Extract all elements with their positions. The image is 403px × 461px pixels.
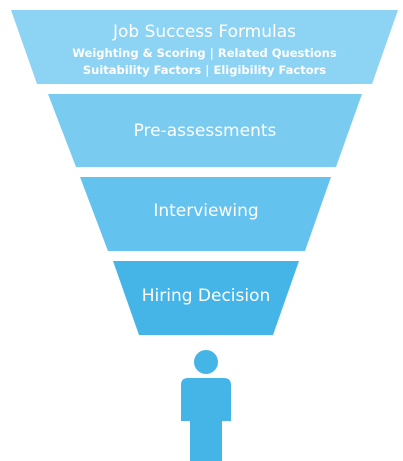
funnel-stage-3-shape: [80, 177, 331, 251]
person-body: [181, 378, 231, 461]
funnel-stage-1-subtitle-line1: Weighting & Scoring | Related Questions: [72, 46, 337, 60]
funnel-stage-hiring-decision: Hiring Decision: [113, 261, 299, 335]
funnel-stage-pre-assessments: Pre-assessments: [48, 94, 362, 167]
funnel-stage-4-shape: [113, 261, 299, 335]
funnel-stage-interviewing: Interviewing: [80, 177, 331, 251]
funnel-stage-1-subtitle-line2: Suitability Factors | Eligibility Factor…: [83, 63, 326, 77]
funnel-stage-3-title: Interviewing: [153, 201, 258, 221]
funnel-stage-4-title: Hiring Decision: [142, 286, 271, 306]
funnel-stage-2-shape: [48, 94, 362, 167]
funnel-stage-1-title: Job Success Formulas: [112, 22, 296, 42]
person-icon: [181, 350, 231, 461]
funnel-stage-2-title: Pre-assessments: [134, 121, 277, 141]
funnel-stage-job-success-formulas: Job Success Formulas Weighting & Scoring…: [11, 10, 398, 84]
person-head: [194, 350, 218, 374]
funnel-stage-1-shape: [11, 10, 398, 84]
